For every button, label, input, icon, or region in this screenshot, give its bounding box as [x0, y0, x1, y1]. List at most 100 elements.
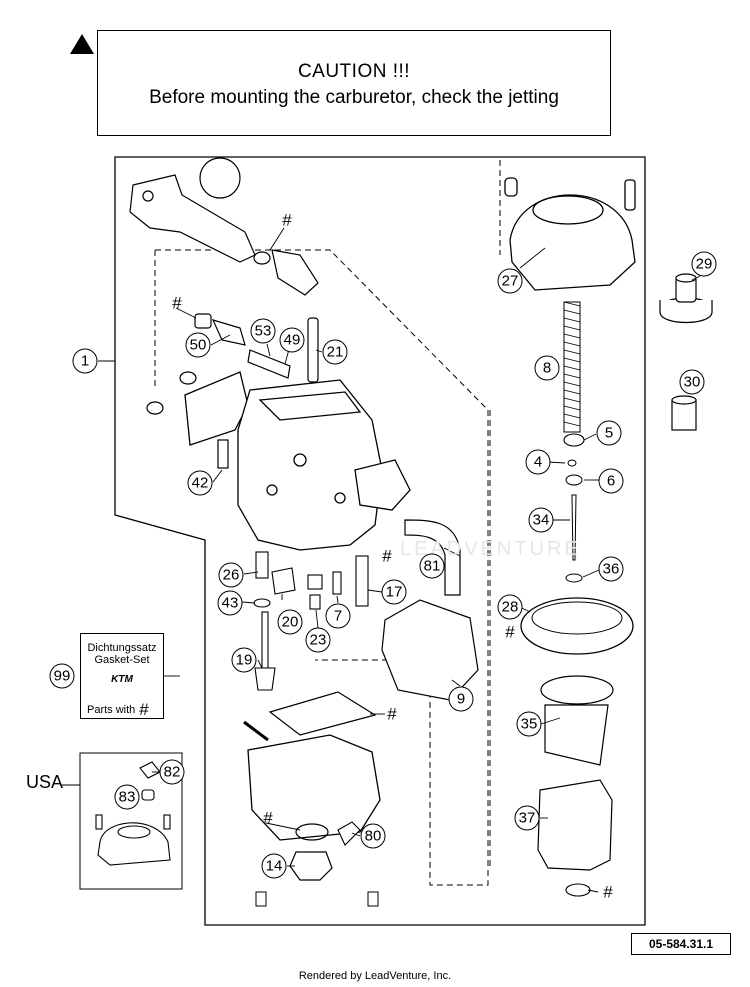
bowl-plug — [289, 851, 333, 881]
callout-28: 28 — [497, 594, 523, 620]
clip — [567, 459, 577, 467]
svg-text:35: 35 — [521, 716, 538, 733]
callout-82: 82 — [159, 759, 185, 785]
callout-20: 20 — [277, 609, 303, 635]
svg-text:34: 34 — [533, 512, 550, 529]
hash-markers: # # # # # # # — [172, 211, 613, 902]
usa-parts — [95, 761, 171, 866]
parts-with-hash: # — [139, 700, 149, 719]
warning-triangle-icon — [70, 34, 94, 54]
caution-title: CAUTION !!! — [297, 61, 411, 82]
svg-text:23: 23 — [310, 632, 327, 649]
svg-text:43: 43 — [222, 595, 239, 612]
dashed-outline — [155, 249, 489, 886]
callout-34: 34 — [528, 507, 554, 533]
hash-marker: # — [387, 705, 397, 724]
part-29 — [659, 273, 713, 323]
callout-9: 9 — [448, 686, 474, 712]
float-bowl — [247, 734, 381, 841]
screw — [367, 891, 379, 907]
callout-83: 83 — [114, 784, 140, 810]
gasket-set-english: Gasket-Set — [94, 654, 150, 666]
usa-label: USA — [26, 772, 64, 792]
svg-text:36: 36 — [603, 561, 620, 578]
idle-assembly — [129, 157, 319, 296]
svg-text:83: 83 — [119, 789, 136, 806]
svg-text:5: 5 — [605, 425, 613, 442]
callout-1: 1 — [72, 348, 98, 374]
callout-30: 30 — [679, 369, 705, 395]
svg-text:21: 21 — [327, 344, 344, 361]
svg-text:30: 30 — [684, 374, 701, 391]
callout-27: 27 — [497, 268, 523, 294]
spring-coils — [563, 301, 581, 427]
callout-80: 80 — [360, 823, 386, 849]
slide-housing — [537, 779, 613, 871]
svg-text:9: 9 — [457, 691, 465, 708]
svg-text:20: 20 — [282, 614, 299, 631]
dashed-outline-right — [489, 160, 501, 870]
housing-o-ring — [565, 883, 591, 897]
svg-text:81: 81 — [424, 558, 441, 575]
svg-text:6: 6 — [607, 473, 615, 490]
hose — [404, 519, 461, 596]
parts-with-row: Parts with# — [87, 698, 149, 719]
svg-text:4: 4 — [534, 454, 542, 471]
callout-17: 17 — [381, 579, 407, 605]
spring-seat — [563, 433, 585, 447]
hash-marker: # — [603, 883, 613, 902]
screw — [255, 891, 267, 907]
svg-text:17: 17 — [386, 584, 403, 601]
diagram-reference: 05-584.31.1 — [631, 933, 731, 955]
callout-19: 19 — [231, 647, 257, 673]
bowl-gasket — [268, 691, 377, 736]
svg-text:37: 37 — [519, 810, 536, 827]
gasket-set-german: Dichtungssatz — [87, 642, 157, 654]
svg-text:8: 8 — [543, 360, 551, 377]
callout-42: 42 — [187, 470, 213, 496]
caution-box: CAUTION !!! Before mounting the carburet… — [97, 30, 611, 136]
bowl-rod — [243, 720, 269, 742]
washer — [565, 474, 583, 486]
assembly-frame — [114, 156, 646, 926]
needle-washer — [565, 573, 583, 583]
callout-4: 4 — [525, 449, 551, 475]
callout-81: 81 — [419, 553, 445, 579]
svg-text:14: 14 — [266, 858, 283, 875]
slide-top — [540, 675, 614, 705]
drain-elbow — [337, 821, 361, 846]
carburetor-body — [184, 371, 411, 551]
svg-text:42: 42 — [192, 475, 209, 492]
caution-text: Before mounting the carburetor, check th… — [149, 87, 559, 108]
hash-marker: # — [172, 294, 182, 313]
part-30 — [671, 395, 697, 431]
svg-text:19: 19 — [236, 652, 253, 669]
callout-35: 35 — [516, 711, 542, 737]
callout-14: 14 — [261, 853, 287, 879]
callout-50: 50 — [185, 332, 211, 358]
callout-21: 21 — [322, 339, 348, 365]
callout-99: 99 — [49, 663, 75, 689]
spring — [563, 301, 581, 433]
watermark: LEADVENTURE — [400, 538, 581, 560]
svg-text:29: 29 — [696, 256, 713, 273]
callout-26: 26 — [218, 562, 244, 588]
callout-43: 43 — [217, 590, 243, 616]
footer-credit: Rendered by LeadVenture, Inc. — [298, 970, 452, 982]
parts-with-label: Parts with — [87, 704, 136, 716]
svg-text:50: 50 — [190, 337, 207, 354]
callout-49: 49 — [279, 327, 305, 353]
svg-text:26: 26 — [223, 567, 240, 584]
svg-text:49: 49 — [284, 332, 301, 349]
diaphragm-inner — [531, 601, 623, 635]
svg-text:27: 27 — [502, 273, 519, 290]
hash-marker: # — [263, 809, 273, 828]
o-ring — [295, 823, 329, 841]
svg-text:82: 82 — [164, 764, 181, 781]
callout-23: 23 — [305, 627, 331, 653]
throttle-housing — [381, 599, 479, 701]
callout-53: 53 — [250, 318, 276, 344]
callout-7: 7 — [325, 603, 351, 629]
gasket-set-box: Dichtungssatz Gasket-Set KTM Parts with# — [80, 633, 164, 719]
